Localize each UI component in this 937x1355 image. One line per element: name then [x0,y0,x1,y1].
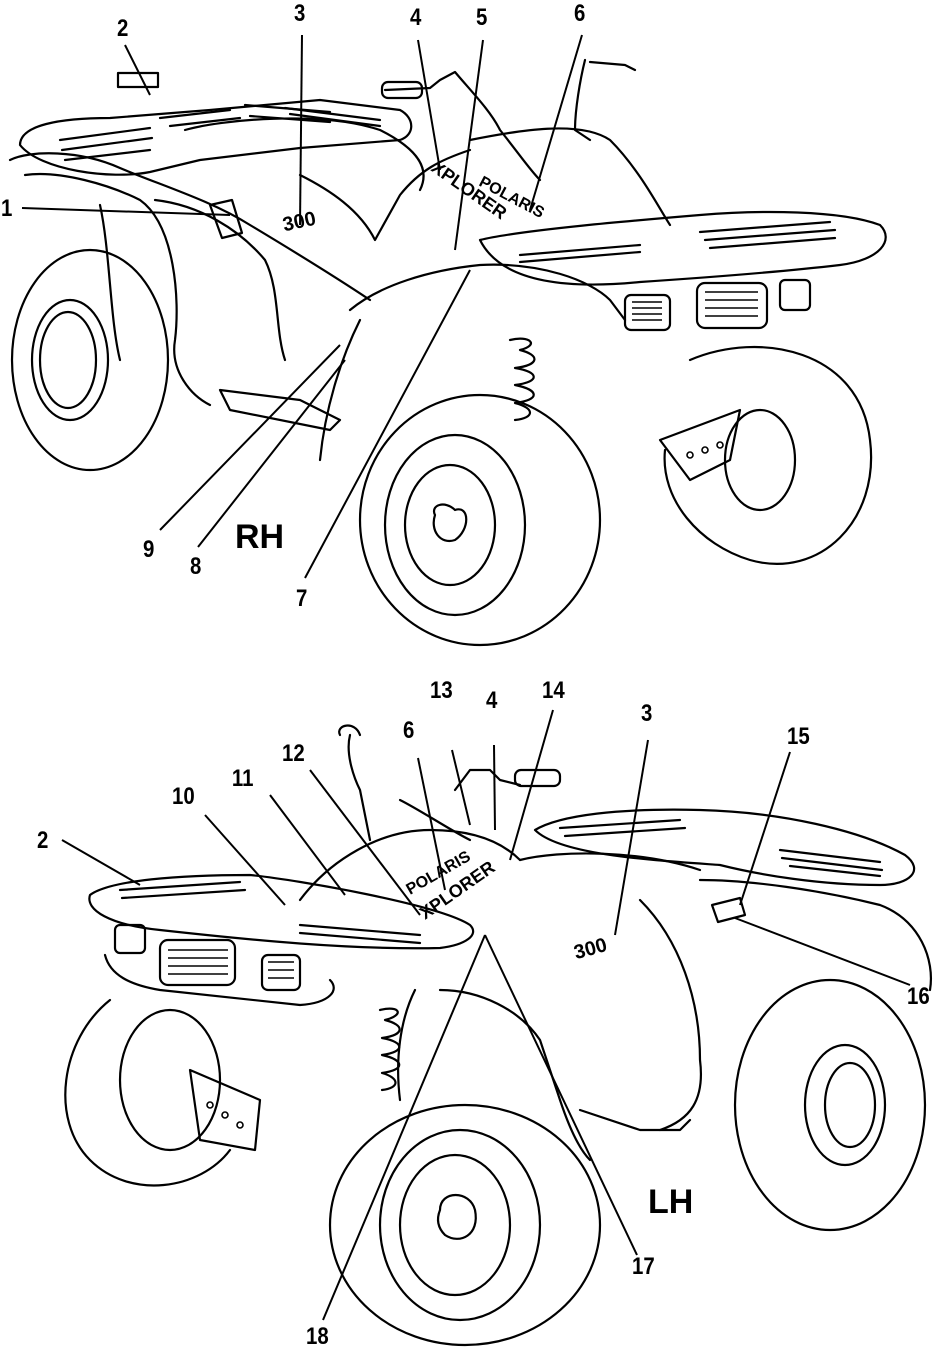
callout-lh-15: 15 [787,723,810,750]
atv-rh-view: 300 POLARIS XPLORER [8,34,887,647]
decal-2-rh [116,71,160,89]
callout-lh-14: 14 [542,677,565,704]
callout-rh-6: 6 [574,0,586,27]
front-wheel-rh [358,393,602,647]
rear-wheel-rh [10,248,170,472]
callout-lh-6: 6 [403,717,415,744]
rear-fender [8,152,372,302]
callout-lh-4: 4 [486,687,498,714]
callout-rh-5: 5 [476,4,488,31]
front-far-wheel-lh [64,998,232,1187]
headlight-lh-3 [260,953,302,992]
callout-lh-10: 10 [172,783,195,810]
rear-rack-lh [533,808,916,887]
decal-1 [208,198,244,240]
callout-lh-3: 3 [641,700,653,727]
shock-spring-lh [378,1007,401,1092]
leader-lines-lh [61,709,911,1321]
callout-rh-2: 2 [117,15,129,42]
callout-rh-3: 3 [294,0,306,27]
headlight-center [695,281,769,330]
callout-lh-2: 2 [37,827,49,854]
headlight-right [778,278,812,312]
front-fender [348,263,627,322]
headlight-lh-2 [158,938,237,987]
front-rack [478,210,887,286]
side-label-rh: RH [235,518,285,556]
callout-lh-16: 16 [907,983,930,1010]
callout-rh-4: 4 [410,4,422,31]
headlight-left [623,293,672,332]
side-label-lh: LH [648,1183,694,1221]
shock-spring-rh [508,337,536,422]
decal-300-lh: 300 [572,934,610,964]
seat [183,117,425,192]
handlebar-lh [347,733,372,842]
callout-lh-17: 17 [632,1253,655,1280]
callout-rh-9: 9 [143,536,155,563]
callout-rh-1: 1 [1,195,13,222]
callout-lh-12: 12 [282,740,305,767]
rear-rack-slots [58,103,382,162]
front-rack-lh [88,873,475,950]
decal-16 [710,896,747,924]
handlebar [383,70,542,182]
front-wheel-lh [328,1103,602,1347]
front-far-wheel-rh [663,345,873,565]
rear-rack [18,98,413,176]
atv-lh-view: POLARIS XPLORER 300 [61,709,932,1347]
callout-lh-11: 11 [231,765,254,792]
rear-wheel-lh [733,978,927,1232]
callout-rh-7: 7 [296,585,308,612]
leader-lines-rh [21,34,583,579]
headlight-lh-1 [113,923,147,955]
grip-right [380,80,424,100]
grip-lh [513,768,562,788]
callout-lh-13: 13 [430,677,453,704]
callout-lh-18: 18 [306,1323,329,1350]
callout-rh-8: 8 [190,553,202,580]
